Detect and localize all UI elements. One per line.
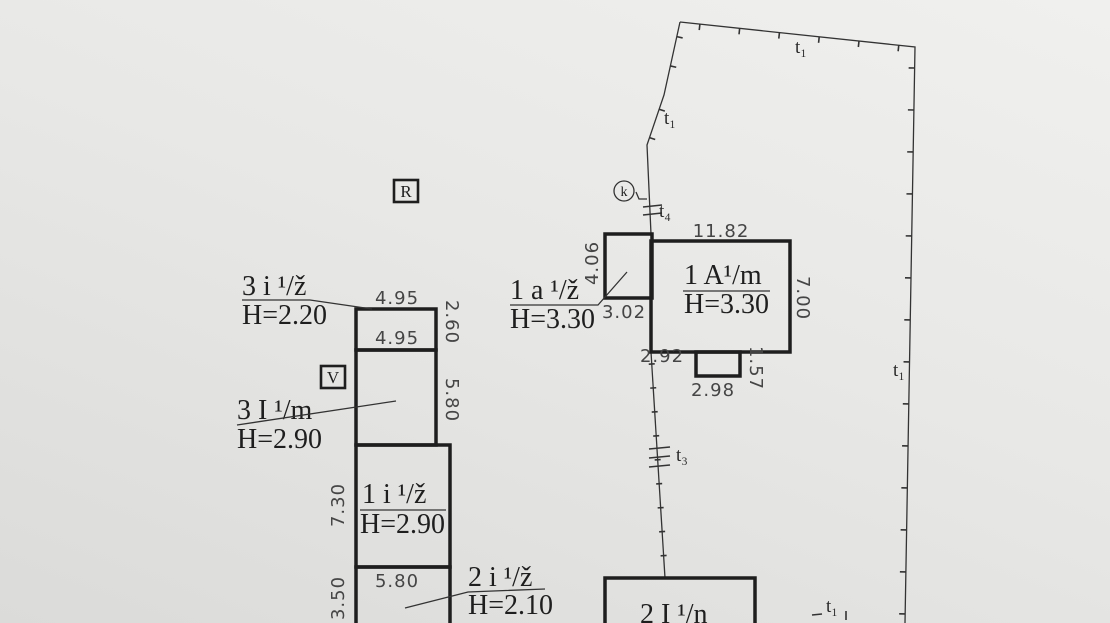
- dim-b1a-width: 3.02: [602, 302, 646, 323]
- building-2i-label: 2 i ¹/ž: [468, 562, 532, 593]
- building-3I-height: H=2.90: [237, 424, 322, 455]
- t3-mark: [648, 455, 671, 459]
- building-3i-height: H=2.20: [242, 300, 327, 331]
- leader-line-3i: [242, 299, 373, 310]
- boundary-upper-left: [646, 21, 681, 235]
- marker-r: R: [400, 182, 412, 201]
- marker-r-box: [392, 178, 420, 204]
- marker-v: V: [327, 368, 340, 387]
- boundary-tag-t1-upper-left: t₁: [664, 108, 676, 129]
- dim-b1A-offset: 2.92: [640, 346, 684, 367]
- boundary-tag-t3: t₃: [676, 445, 688, 466]
- leader-line-2i: [404, 588, 546, 609]
- leader-line-3I: [236, 400, 397, 426]
- boundary-tick: [778, 32, 781, 39]
- boundary-tag-t1-top: t₁: [795, 37, 807, 58]
- dim-b1i-depth: 7.30: [328, 483, 349, 527]
- t3-mark: [648, 464, 671, 468]
- t4-mark: [642, 204, 663, 208]
- boundary-tick: [817, 36, 821, 43]
- building-2I: [603, 576, 757, 623]
- dim-b3I-depth: 5.80: [441, 378, 462, 422]
- boundary-lower-left: [650, 351, 666, 579]
- dim-b3i-width-inner: 4.95: [375, 328, 419, 349]
- marker-k-circle: [613, 180, 635, 202]
- building-1a-height: H=3.30: [510, 304, 595, 335]
- building-step: [694, 350, 742, 378]
- building-3I-label: 3 I ¹/m: [237, 395, 312, 426]
- building-1A-label: 1 A¹/m: [684, 260, 762, 291]
- building-1i-label: 1 i ¹/ž: [362, 479, 426, 510]
- marker-v-box: [319, 364, 347, 390]
- building-1A-height: H=3.30: [684, 289, 769, 320]
- leader-line-1a: [510, 271, 628, 306]
- dim-b3i-width-outer: 4.95: [375, 288, 419, 309]
- boundary-tick: [738, 28, 741, 35]
- marker-k-leader: [635, 191, 647, 200]
- t3-mark: [648, 446, 671, 450]
- dim-b1a-depth: 4.06: [582, 241, 603, 285]
- marker-k: k: [621, 185, 628, 200]
- dim-b3i-depth: 2.60: [441, 300, 462, 344]
- building-2i: [354, 565, 452, 623]
- building-3I: [354, 348, 438, 447]
- dim-step-width: 2.98: [691, 380, 735, 401]
- boundary-tag-t4: t₄: [659, 201, 671, 222]
- t1-mark: [811, 613, 823, 616]
- building-1a-label: 1 a ¹/ž: [510, 275, 579, 306]
- t4-mark: [642, 212, 663, 216]
- boundary-tick: [658, 108, 666, 112]
- boundary-tag-t1-right: t₁: [893, 360, 905, 381]
- dim-b1A-width: 11.82: [693, 221, 750, 242]
- building-2I-label: 2 I ¹/n: [640, 599, 708, 623]
- dim-b1A-depth: 7.00: [792, 276, 813, 320]
- building-2i-height: H=2.10: [468, 590, 553, 621]
- boundary-tick: [649, 136, 656, 141]
- boundary-tick: [857, 40, 860, 48]
- building-3i-label: 3 i ¹/ž: [242, 271, 306, 302]
- boundary-tick: [698, 24, 701, 31]
- boundary-tag-t1-bottom: t₁: [826, 596, 838, 617]
- boundary-top-right: [679, 21, 916, 623]
- building-1i-height: H=2.90: [360, 509, 445, 540]
- dim-b2i-depth: 3.50: [328, 576, 349, 620]
- boundary-tick: [897, 45, 900, 52]
- boundary-tick: [676, 35, 683, 39]
- boundary-tick: [670, 65, 677, 69]
- dim-b2i-width: 5.80: [375, 571, 419, 592]
- dim-step-depth: 1.57: [745, 346, 766, 390]
